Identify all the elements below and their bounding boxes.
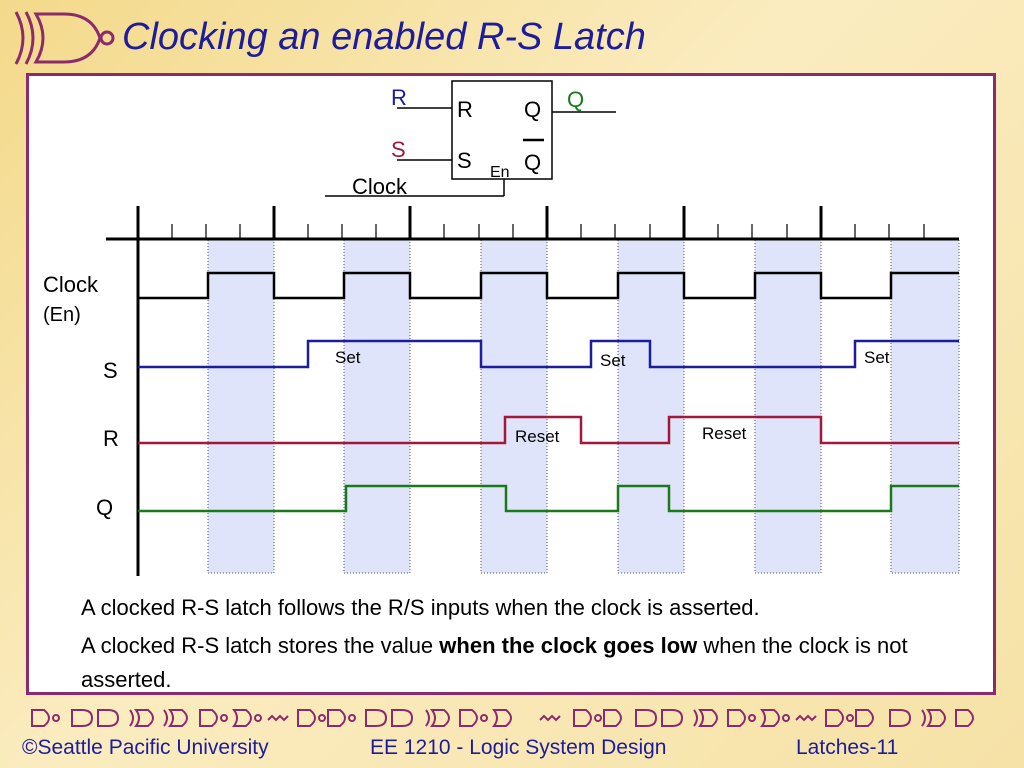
latch-q-pin: Q bbox=[524, 97, 541, 122]
footer-page-number: Latches-11 bbox=[796, 736, 899, 759]
latch-box bbox=[451, 80, 553, 180]
clock-signal-label: Clock bbox=[43, 272, 99, 297]
highlight-band bbox=[343, 238, 411, 574]
s-signal-label: S bbox=[103, 358, 118, 383]
caption-line-2-end: when the clock is not asserted. bbox=[81, 633, 908, 692]
latch-qbar-pin: Q bbox=[524, 150, 541, 175]
caption-line-1: A clocked R-S latch follows the R/S inpu… bbox=[81, 595, 760, 620]
q-waveform bbox=[138, 484, 959, 513]
latch-en-pin: En bbox=[490, 164, 510, 181]
latch-r-pin: R bbox=[457, 97, 473, 122]
caption-line-2-start: A clocked R-S latch stores the value bbox=[81, 633, 440, 658]
highlight-band bbox=[754, 238, 822, 574]
latch-s-pin: S bbox=[457, 148, 472, 173]
clock-waveform bbox=[138, 271, 959, 300]
en-signal-sublabel: (En) bbox=[43, 304, 81, 326]
highlight-band bbox=[207, 238, 275, 574]
r-waveform bbox=[138, 415, 959, 445]
clock-high-bands bbox=[207, 238, 960, 574]
set-annotation: Set bbox=[600, 351, 626, 370]
time-axis bbox=[106, 206, 959, 576]
reset-annotation: Reset bbox=[702, 424, 747, 443]
set-annotation: Set bbox=[864, 348, 890, 367]
caption-line-2: A clocked R-S latch stores the value whe… bbox=[81, 629, 961, 697]
highlight-band bbox=[480, 238, 548, 574]
university-name: Seattle Pacific University bbox=[37, 736, 269, 759]
r-input-label: R bbox=[391, 85, 407, 110]
gate-symbols-strip-icon bbox=[31, 709, 974, 727]
q-signal-label: Q bbox=[96, 495, 113, 520]
copyright-symbol: © bbox=[22, 736, 38, 759]
nor-gate-logo-icon bbox=[14, 11, 115, 65]
r-signal-label: R bbox=[103, 426, 119, 451]
highlight-band bbox=[890, 238, 960, 574]
footer-university: ©Seattle Pacific University bbox=[22, 736, 269, 760]
clock-input-label: Clock bbox=[352, 174, 408, 199]
q-output-label: Q bbox=[567, 87, 584, 112]
footer-course: EE 1210 - Logic System Design bbox=[370, 736, 667, 759]
s-waveform bbox=[138, 339, 959, 369]
timing-diagram: R S Q R S Q Q En Clock bbox=[43, 80, 960, 576]
content-panel: R S Q R S Q Q En Clock bbox=[26, 73, 996, 695]
s-input-label: S bbox=[391, 137, 406, 162]
rs-latch-symbol: R S Q R S Q Q En Clock bbox=[325, 80, 616, 199]
set-annotation: Set bbox=[335, 348, 361, 367]
slide-title: Clocking an enabled R-S Latch bbox=[122, 16, 646, 58]
reset-annotation: Reset bbox=[515, 427, 560, 446]
caption-emphasis: when the clock goes low bbox=[439, 633, 698, 658]
highlight-band bbox=[617, 238, 685, 574]
